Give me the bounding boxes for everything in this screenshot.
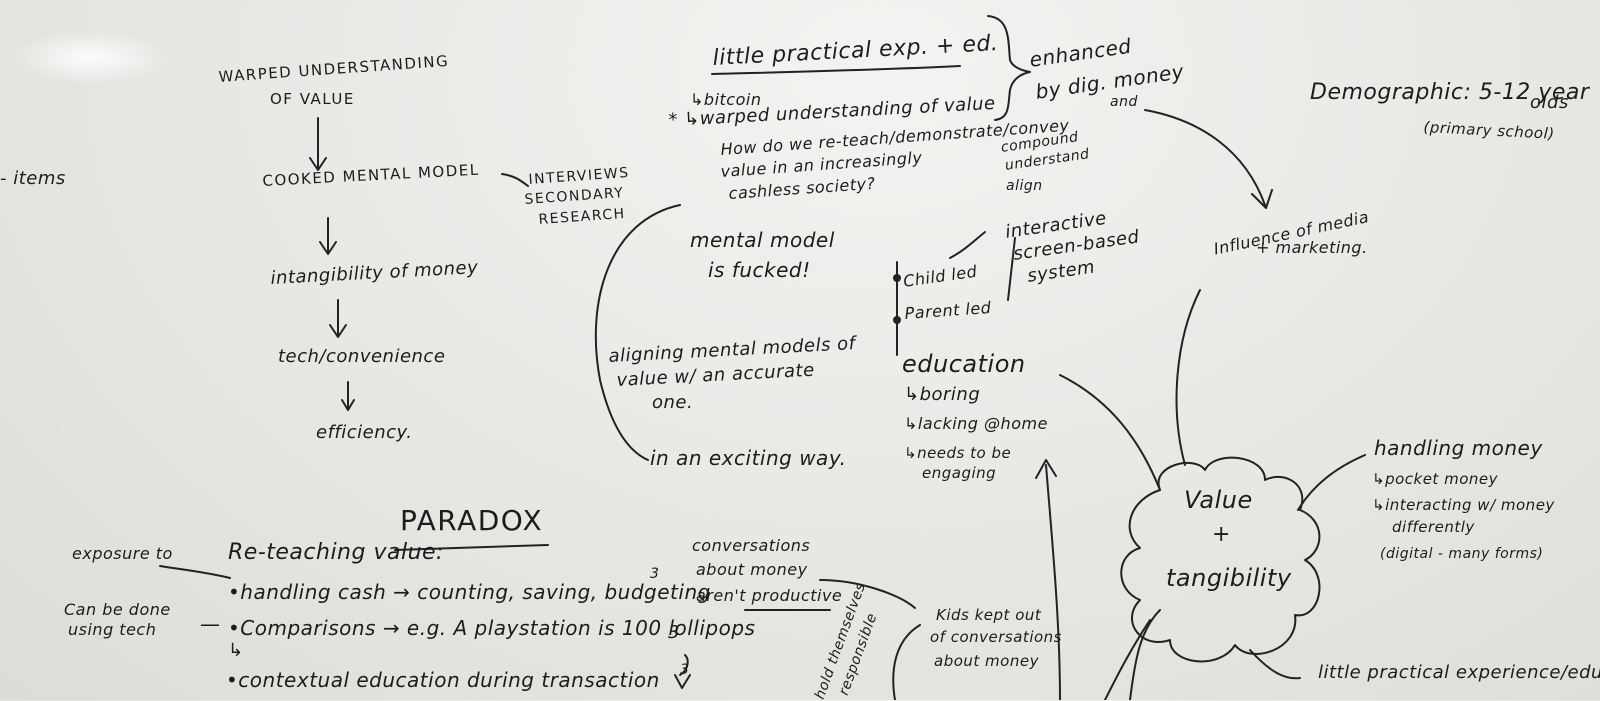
lacking-home-text: ↳lacking @home <box>904 414 1048 433</box>
needs-to-be-text: ↳needs to be <box>904 444 1012 462</box>
of-value-text: OF VALUE <box>270 90 355 108</box>
tangibility-text: tangibility <box>1166 564 1292 592</box>
is-fucked-text: is fucked! <box>708 258 811 282</box>
exposure-to-text: exposure to <box>72 544 173 563</box>
underline-little-practical <box>711 65 961 75</box>
arrow-tech-to-efficiency <box>341 381 355 411</box>
arrow-intangibility-to-tech <box>329 299 347 338</box>
demographic-text: Demographic: 5-12 year <box>1310 80 1590 105</box>
education-text: education <box>902 350 1026 378</box>
efficiency-text: efficiency. <box>316 422 413 443</box>
little-practical-bottom-text: little practical experience/educati <box>1318 662 1600 683</box>
plus-text: + <box>1212 522 1231 547</box>
arrow-cooked-to-intangibility <box>319 217 337 255</box>
olds-text: olds <box>1530 92 1569 113</box>
sup-3-a: 3 <box>650 566 660 582</box>
kids-kept-out-text: Kids kept out <box>936 606 1042 624</box>
exciting-way-text: in an exciting way. <box>650 446 847 470</box>
interacting-text: ↳interacting w/ money <box>1372 496 1555 514</box>
items-text: - items <box>0 168 66 189</box>
about-money-2-text: about money <box>934 652 1039 670</box>
line-cloud-bottom-left <box>1104 619 1151 700</box>
line-cloud-bottom-right <box>1249 649 1301 680</box>
sup-3-c: 3 <box>680 662 690 678</box>
dash-text: — <box>200 612 221 636</box>
line-influence-cloud <box>1175 289 1201 466</box>
curve-left-loop <box>594 204 681 461</box>
differently-text: differently <box>1392 518 1475 536</box>
and-text: and <box>1110 94 1138 110</box>
marketing-text: + marketing. <box>1256 238 1368 257</box>
line-education-cloud <box>1059 374 1161 491</box>
sup-3-b: 3 <box>668 622 680 643</box>
arrow-up-to-education <box>1035 459 1061 700</box>
handling-money-text: handling money <box>1374 436 1543 460</box>
reteaching-text: Re-teaching value: <box>228 540 444 565</box>
align-text: align <box>1006 178 1043 194</box>
engaging-text: engaging <box>922 464 997 482</box>
bitcoin-text: ↳bitcoin <box>690 90 762 109</box>
light-glare <box>10 30 170 85</box>
contextual-text: •contextual education during transaction <box>226 668 660 692</box>
line-conversations-kids <box>819 579 916 609</box>
boring-text: ↳boring <box>904 384 981 405</box>
handling-cash-text: •handling cash → counting, saving, budge… <box>228 580 711 604</box>
underline-paradox <box>394 544 549 551</box>
digital-many-forms-text: (digital - many forms) <box>1380 546 1544 562</box>
can-be-done-text: Can be done <box>64 600 171 619</box>
paradox-title: PARADOX <box>400 504 544 537</box>
arrow-enhanced-to-influence <box>1144 109 1273 209</box>
line-cloud-left-bottom <box>1129 609 1161 700</box>
line-cooked-interviews <box>501 173 529 187</box>
line-handling-cloud <box>1297 454 1366 511</box>
conversations-text: conversations <box>692 536 811 555</box>
of-conversations-text: of conversations <box>930 628 1062 646</box>
sub-arrow-text: ↳ <box>228 640 244 661</box>
value-text: Value <box>1184 486 1253 514</box>
arrow-warped-to-cooked <box>309 117 327 171</box>
value-cloud <box>1120 456 1321 663</box>
brace <box>987 15 1031 121</box>
one-text: one. <box>652 392 694 413</box>
pocket-money-text: ↳pocket money <box>1372 470 1498 488</box>
about-money-text: about money <box>696 560 808 579</box>
tech-convenience-text: tech/convenience <box>278 346 446 367</box>
curve-kids <box>892 624 921 700</box>
line-exposure <box>159 565 231 579</box>
using-tech-text: using tech <box>68 620 157 639</box>
comparisons-text: •Comparisons → e.g. A playstation is 100… <box>228 616 756 640</box>
arent-productive-text: aren't productive <box>696 586 843 605</box>
line-interactive <box>949 231 1016 301</box>
mental-model-text: mental model <box>690 228 835 252</box>
